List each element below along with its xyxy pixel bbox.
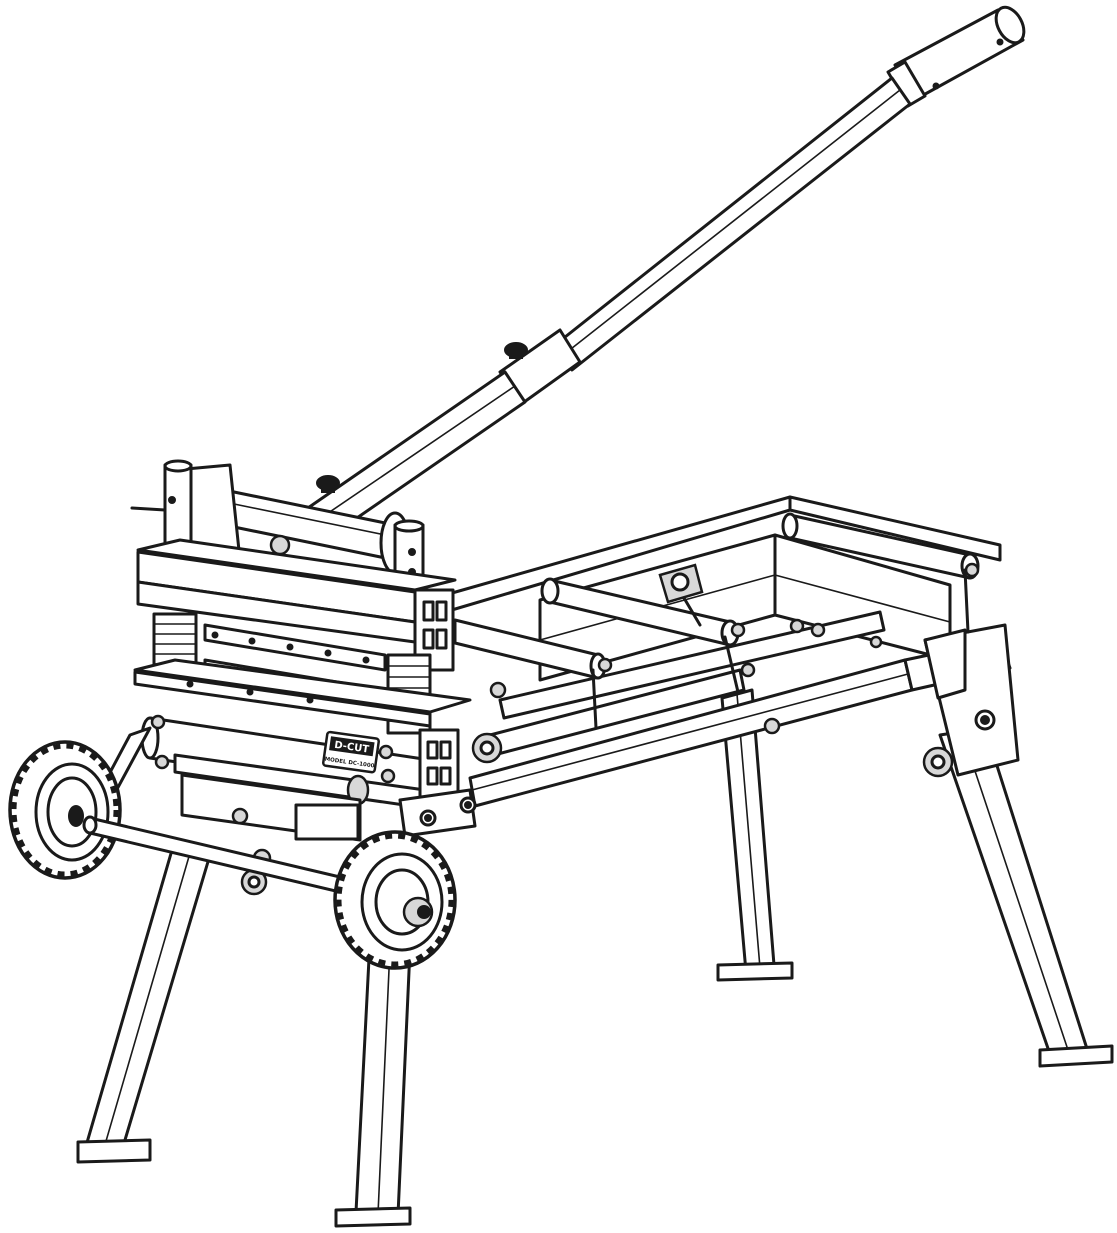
- right-wheel: [333, 830, 457, 970]
- left-wheel: [8, 740, 122, 880]
- support-roller-middle: [540, 577, 746, 694]
- tray-adjust-knob: [658, 563, 704, 627]
- cutter-body: [133, 538, 503, 842]
- support-roller-front: [453, 618, 613, 730]
- rear-right-leg: [938, 726, 1114, 1068]
- badge-brand: D-CUT: [334, 740, 370, 756]
- cutting-head: [130, 459, 450, 617]
- rear-left-leg: [716, 688, 794, 982]
- front-left-leg: [76, 848, 212, 1164]
- brand-badge: D-CUT MODEL DC-1000: [322, 730, 380, 774]
- support-roller-rear: [781, 512, 980, 634]
- frame-bolts: [489, 618, 883, 735]
- lever-handle: [303, 5, 1026, 542]
